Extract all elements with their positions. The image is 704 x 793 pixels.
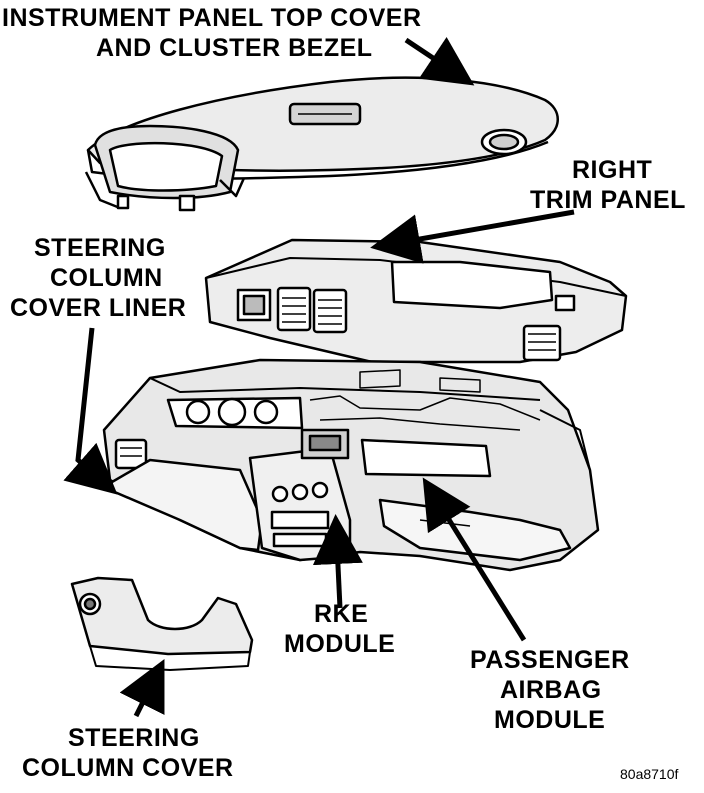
label-column-liner-line3: COVER LINER — [10, 294, 187, 322]
label-column-cover-line2: COLUMN COVER — [22, 754, 234, 782]
figure-id: 80a8710f — [620, 766, 679, 782]
label-column-liner-line2: COLUMN — [50, 264, 163, 292]
instrument-panel-part — [102, 358, 600, 572]
arrow-top-cover — [404, 37, 475, 86]
arrow-rke — [312, 514, 363, 609]
label-rke-line1: RKE — [314, 600, 369, 628]
column-cover-part — [70, 576, 254, 671]
arrow-column-cover — [119, 659, 165, 718]
label-column-liner-line1: STEERING — [34, 234, 166, 262]
arrow-column-liner — [63, 327, 118, 495]
leader-arrows — [63, 37, 575, 718]
label-airbag-line2: AIRBAG — [500, 676, 602, 704]
label-airbag-line1: PASSENGER — [470, 646, 630, 674]
top-cover-part — [84, 76, 559, 212]
right-trim-part — [204, 238, 628, 364]
label-right-trim-line1: RIGHT — [572, 156, 653, 184]
label-top-cover-line2: AND CLUSTER BEZEL — [96, 34, 373, 62]
arrow-right-trim — [370, 209, 575, 264]
label-airbag-line3: MODULE — [494, 706, 606, 734]
label-right-trim-line2: TRIM PANEL — [530, 186, 686, 214]
arrow-airbag — [422, 477, 527, 642]
label-column-cover-line1: STEERING — [68, 724, 200, 752]
label-top-cover-line1: INSTRUMENT PANEL TOP COVER — [2, 4, 422, 32]
label-rke-line2: MODULE — [284, 630, 396, 658]
